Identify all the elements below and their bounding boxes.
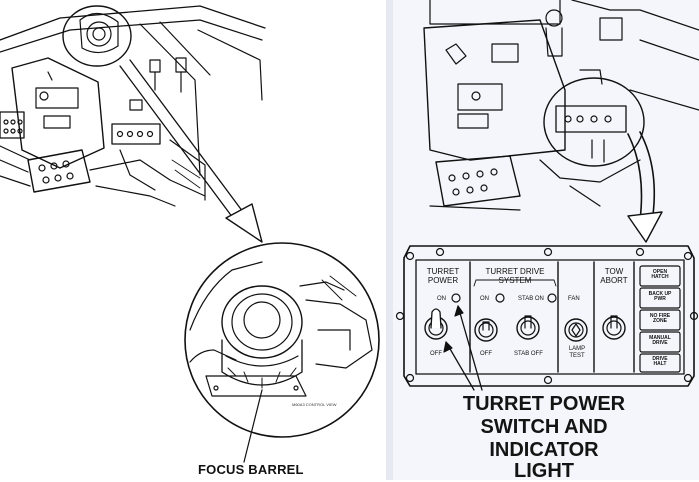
left-turret-interior xyxy=(0,5,266,207)
focus-barrel-detail xyxy=(184,242,380,463)
right-illustration-panel xyxy=(393,0,699,480)
control-panel xyxy=(395,245,699,391)
arrow-to-detail xyxy=(119,59,263,243)
turret-power-off-label: OFF xyxy=(430,351,442,357)
curved-arrow-to-panel xyxy=(627,131,663,243)
stab-on-label: STAB ON xyxy=(518,296,544,302)
panel-divider xyxy=(386,0,393,480)
stab-off-label: STAB OFF xyxy=(514,351,543,357)
right-turret-interior xyxy=(423,0,699,211)
turret-power-on-label: ON xyxy=(437,296,446,302)
drive-off-label: OFF xyxy=(480,351,492,357)
focus-barrel-caption: FOCUS BARREL xyxy=(198,462,304,477)
turret-power-indicator-light xyxy=(451,293,461,303)
left-illustration-panel xyxy=(0,0,386,480)
callout-line-4: LIGHT xyxy=(514,460,574,482)
fan-label: FAN xyxy=(568,296,580,302)
callout-line-1: TURRET POWER xyxy=(462,393,626,415)
callout-line-3: INDICATOR xyxy=(489,439,599,461)
callout-line-2: SWITCH AND xyxy=(480,416,608,438)
printed-code: M60A3 CONTROL VIEW xyxy=(292,402,337,407)
drive-on-label: ON xyxy=(480,296,489,302)
